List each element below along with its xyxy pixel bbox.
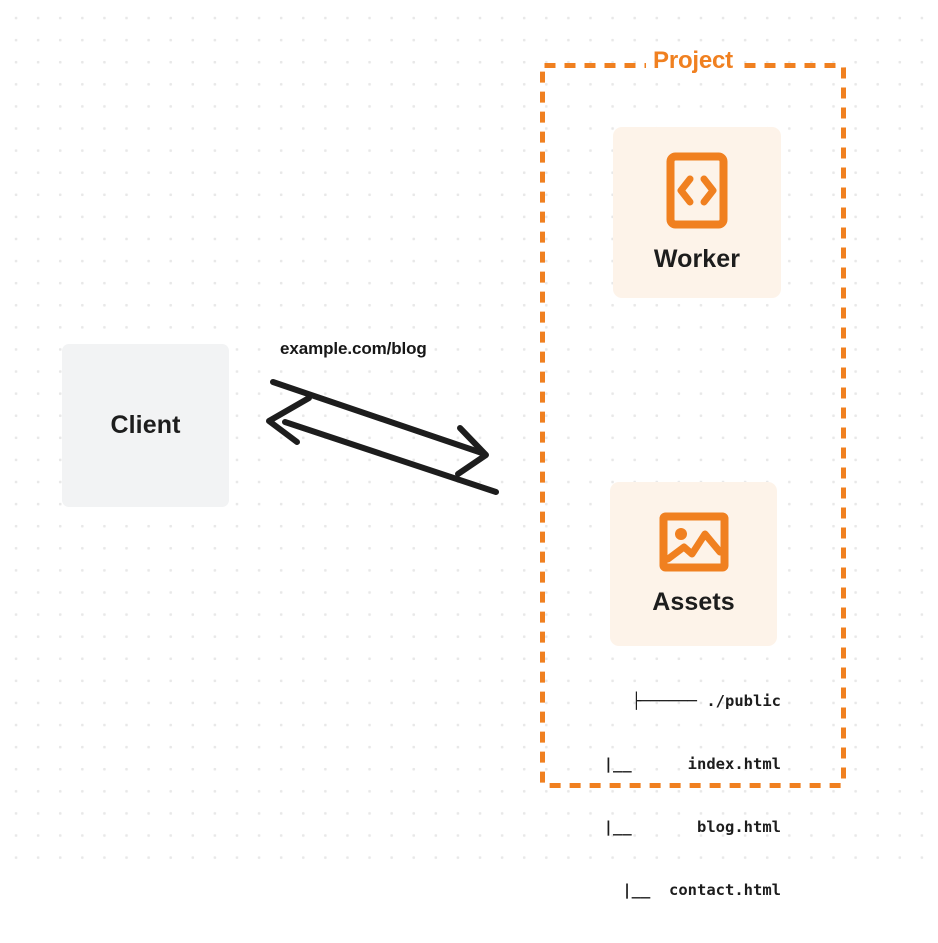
assets-card[interactable]: Assets: [610, 482, 777, 646]
file-tree-row: |__ contact.html: [566, 881, 781, 899]
assets-label: Assets: [652, 587, 735, 616]
worker-label: Worker: [653, 244, 741, 273]
client-label: Client: [110, 411, 181, 439]
code-file-icon: [666, 152, 728, 229]
project-title: Project: [646, 47, 740, 75]
image-icon: [659, 512, 729, 572]
file-tree-row: |__ index.html: [547, 755, 781, 773]
arrow-client-to-project: [270, 379, 489, 477]
request-url-label: example.com/blog: [280, 339, 427, 358]
worker-card[interactable]: Worker: [613, 127, 781, 298]
assets-file-tree: ├────── ./public |__ index.html |__ blog…: [540, 649, 781, 943]
arrow-project-to-client: [266, 395, 499, 495]
file-tree-row: |__ blog.html: [547, 818, 781, 836]
diagram-canvas: Client example.com/blog Project: [0, 0, 938, 899]
client-node[interactable]: Client: [62, 344, 229, 507]
connector-arrows: [255, 330, 515, 515]
file-tree-row: ├────── ./public: [631, 692, 781, 710]
project-boundary: Project Worker Assets: [540, 47, 846, 899]
